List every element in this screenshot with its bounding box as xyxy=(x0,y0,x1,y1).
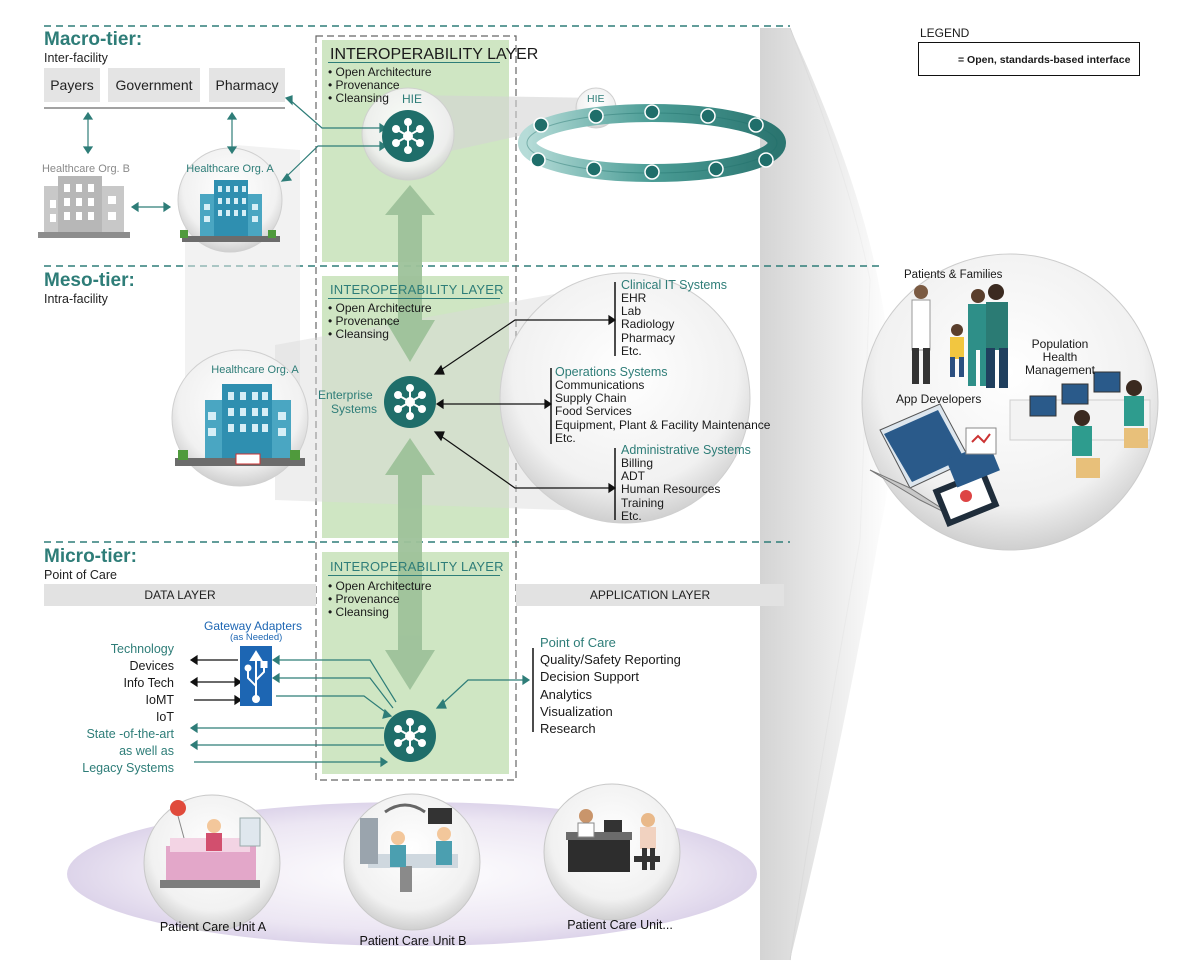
gateway-adapters-subtitle: (as Needed) xyxy=(230,632,283,643)
population-health-illustration xyxy=(1009,371,1151,478)
administrative-item-human-resources: Human Resources xyxy=(621,482,721,497)
administrative-item-training: Training xyxy=(621,495,664,510)
operations-item-supply-chain: Supply Chain xyxy=(555,391,627,406)
hie-label: HIE xyxy=(402,92,423,106)
hie-hub-icon xyxy=(382,110,434,162)
interop-item-provenance-micro: • Provenance xyxy=(328,592,400,606)
app-developers-illustration xyxy=(869,403,1000,528)
interop-underline-micro xyxy=(328,575,500,576)
clinical-item-ehr: EHR xyxy=(621,291,647,305)
pharmacy-box: Pharmacy xyxy=(209,68,285,102)
technology-list: Technology Devices Info Tech IoMT IoT St… xyxy=(60,641,174,777)
operations-systems-title: Operations Systems xyxy=(555,365,668,379)
org-a-building-meso xyxy=(175,384,305,466)
gateway-adapters-title: Gateway Adapters xyxy=(204,619,303,633)
technology-footer-2: as well as xyxy=(119,744,174,758)
operations-item-communications: Communications xyxy=(555,378,645,392)
patients-families-illustration xyxy=(911,284,1008,388)
legend-box xyxy=(918,42,1140,76)
payers-box: Payers xyxy=(44,68,100,102)
interop-underline-meso xyxy=(328,298,500,299)
interop-item-open-architecture-meso: • Open Architecture xyxy=(328,301,432,315)
meso-tier-title: Meso-tier: xyxy=(44,270,135,291)
technology-item-iomt: IoMT xyxy=(145,693,174,707)
clinical-it-systems-title: Clinical IT Systems xyxy=(621,278,728,292)
legend-item-label: = Open, standards-based interface xyxy=(958,54,1131,66)
macro-tier-title: Macro-tier: xyxy=(44,29,143,50)
app-developers-label: App Developers xyxy=(896,392,982,406)
data-layer-bar: DATA LAYER xyxy=(44,584,316,606)
clinical-item-radiology: Radiology xyxy=(621,317,675,332)
interop-item-cleansing-macro: • Cleansing xyxy=(328,91,389,105)
enterprise-hub-icon xyxy=(384,376,436,428)
population-health-label-2: Health xyxy=(1042,350,1078,364)
interop-title-meso: INTEROPERABILITY LAYER xyxy=(330,282,504,297)
interop-item-cleansing-meso: • Cleansing xyxy=(328,327,389,341)
point-of-care-title: Point of Care xyxy=(540,635,616,650)
operations-item-etc: Etc. xyxy=(555,430,576,445)
technology-footer-1: State -of-the-art xyxy=(86,727,174,741)
administrative-item-adt: ADT xyxy=(621,469,645,484)
interop-underline-macro xyxy=(328,62,500,63)
patient-care-unit-c-label: Patient Care Unit... xyxy=(567,918,673,932)
patient-care-unit-b-illustration xyxy=(360,803,458,892)
enterprise-systems-label-1: Enterprise xyxy=(318,388,373,402)
population-health-label-1: Population xyxy=(1031,337,1089,351)
org-a-building-macro xyxy=(180,180,280,242)
administrative-item-billing: Billing xyxy=(621,456,654,470)
interop-item-open-architecture-macro: • Open Architecture xyxy=(328,65,432,79)
poc-item-decision-support: Decision Support xyxy=(540,669,639,685)
interop-item-provenance-meso: • Provenance xyxy=(328,314,400,328)
healthcare-org-a-meso-label: Healthcare Org. A xyxy=(211,364,299,376)
zoom-cone-shade xyxy=(760,28,893,960)
population-health-label-3: Management xyxy=(1024,363,1096,377)
healthcare-org-a-macro-label: Healthcare Org. A xyxy=(186,163,274,175)
patient-care-unit-b-label: Patient Care Unit B xyxy=(359,934,467,948)
administrative-item-etc: Etc. xyxy=(621,508,642,523)
patients-families-label: Patients & Families xyxy=(904,269,1003,281)
point-of-care-list: Point of Care Quality/Safety Reporting D… xyxy=(540,634,681,737)
micro-tier-subtitle: Point of Care xyxy=(44,568,117,582)
poc-item-quality-safety: Quality/Safety Reporting xyxy=(540,652,681,668)
technology-title: Technology xyxy=(110,642,174,656)
government-box: Government xyxy=(108,68,200,102)
patient-care-unit-a-illustration xyxy=(160,800,261,888)
administrative-systems-title: Administrative Systems xyxy=(621,443,751,457)
poc-item-visualization: Visualization xyxy=(540,703,613,719)
hie-ring-label: HIE xyxy=(587,93,605,105)
patient-care-unit-a-label: Patient Care Unit A xyxy=(159,920,267,934)
technology-item-devices: Devices xyxy=(129,659,174,673)
interop-item-open-architecture-micro: • Open Architecture xyxy=(328,579,432,593)
interop-item-cleansing-micro: • Cleansing xyxy=(328,605,389,619)
legend-title: LEGEND xyxy=(920,26,970,40)
macro-tier-subtitle: Inter-facility xyxy=(44,51,108,65)
meso-tier-subtitle: Intra-facility xyxy=(44,292,108,306)
clinical-item-lab: Lab xyxy=(621,304,642,319)
interop-title-micro: INTEROPERABILITY LAYER xyxy=(330,559,504,574)
population-health-label: Population Health Management xyxy=(1020,338,1100,377)
technology-footer-3: Legacy Systems xyxy=(82,761,174,775)
technology-item-iot: IoT xyxy=(155,710,174,724)
operations-item-food-services: Food Services xyxy=(555,404,632,419)
operations-item-equipment: Equipment, Plant & Facility Maintenance xyxy=(555,417,771,432)
interop-title-macro: INTEROPERABILITY LAYER xyxy=(330,46,539,63)
healthcare-org-b-label: Healthcare Org. B xyxy=(41,163,131,175)
poc-item-research: Research xyxy=(540,721,596,737)
patient-care-unit-c-illustration xyxy=(566,809,660,872)
clinical-it-systems-list: EHR Lab Radiology Pharmacy Etc. xyxy=(621,291,676,358)
administrative-systems-list: Billing ADT Human Resources Training Etc… xyxy=(621,456,721,523)
technology-item-info-tech: Info Tech xyxy=(123,676,174,690)
point-of-care-hub-icon xyxy=(384,710,436,762)
clinical-item-etc: Etc. xyxy=(621,343,642,358)
application-layer-bar: APPLICATION LAYER xyxy=(516,584,784,606)
org-b-building xyxy=(38,176,130,238)
operations-systems-list: Communications Supply Chain Food Service… xyxy=(555,378,771,445)
interop-item-provenance-macro: • Provenance xyxy=(328,78,400,92)
poc-item-analytics: Analytics xyxy=(540,686,593,702)
enterprise-systems-label-2: Systems xyxy=(331,402,378,416)
clinical-item-pharmacy: Pharmacy xyxy=(621,330,676,345)
micro-tier-title: Micro-tier: xyxy=(44,546,137,567)
